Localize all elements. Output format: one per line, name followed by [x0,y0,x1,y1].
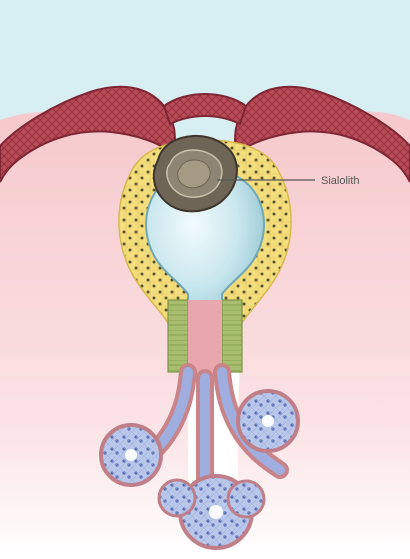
sialolith-label: Sialolith [321,175,360,187]
left-green-duct [168,300,188,372]
bottom-left-lobule [159,480,195,516]
right-green-duct [222,300,242,372]
bottom-right-lobule [228,481,264,517]
left-lobule [101,425,161,485]
right-lobule [238,391,298,451]
